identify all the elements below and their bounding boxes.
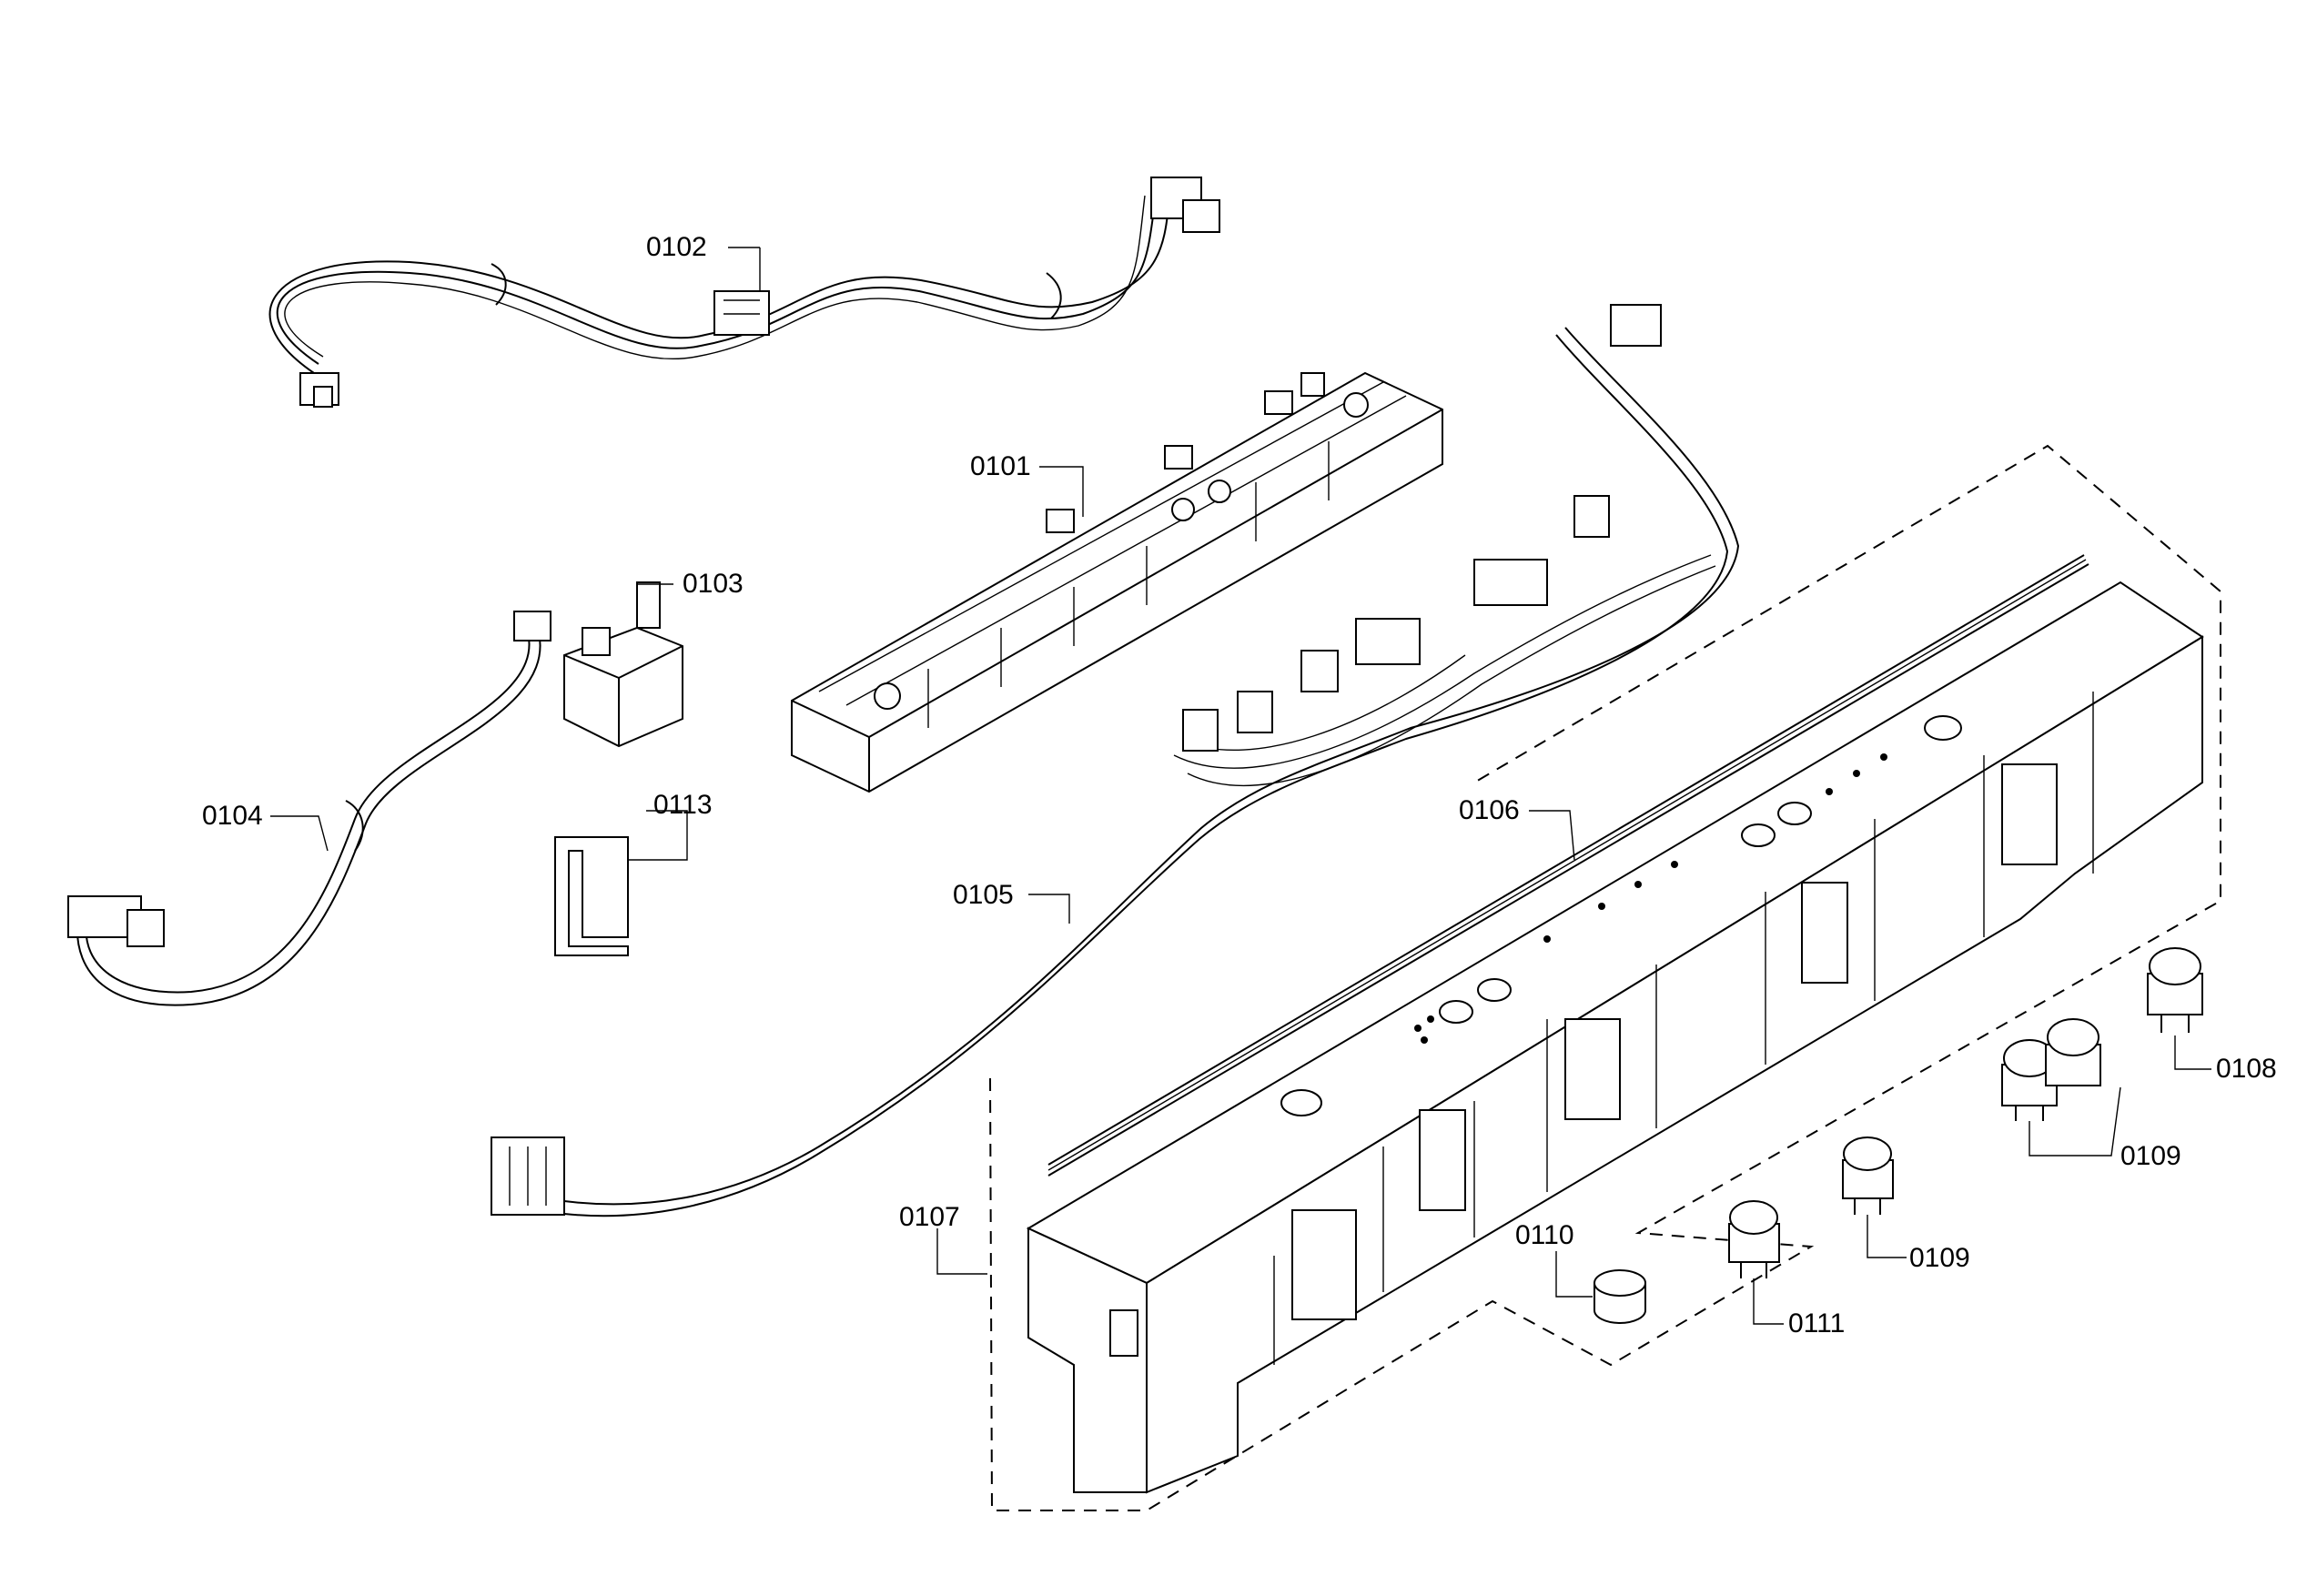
wire-harness-0105 [491,304,1740,1217]
label-0107: 0107 [899,1202,960,1232]
control-panel-0107 [1026,581,2204,1494]
seal-strip-0106 [1047,554,2089,1177]
leader-lines [270,247,2211,1325]
label-0109-single: 0109 [1909,1243,1970,1273]
label-0102: 0102 [646,232,707,262]
label-0104: 0104 [202,801,263,831]
label-0108: 0108 [2216,1054,2277,1084]
label-0111: 0111 [1788,1308,1845,1338]
label-0101: 0101 [970,451,1031,481]
assembly-boundary-0107 [989,444,2221,1511]
label-0106: 0106 [1459,795,1520,825]
module-0103 [563,581,683,748]
part-labels: 0102 0101 0103 0104 0113 0105 0106 0107 … [202,232,2277,1338]
label-0113: 0113 [653,790,713,820]
label-0109-double: 0109 [2120,1141,2181,1171]
gasket-0113 [554,836,629,956]
button-0111 [1728,1200,1780,1278]
label-0110: 0110 [1515,1220,1574,1250]
button-cap-0110 [1594,1269,1646,1324]
button-0109-double [2001,1018,2101,1121]
control-module-0101 [791,371,1443,793]
wire-harness-0102 [268,177,1220,408]
label-0105: 0105 [953,880,1014,910]
button-0108 [2147,947,2203,1033]
button-0109-single [1842,1136,1894,1215]
wire-harness-0104 [67,611,551,1006]
label-0103: 0103 [683,569,744,599]
